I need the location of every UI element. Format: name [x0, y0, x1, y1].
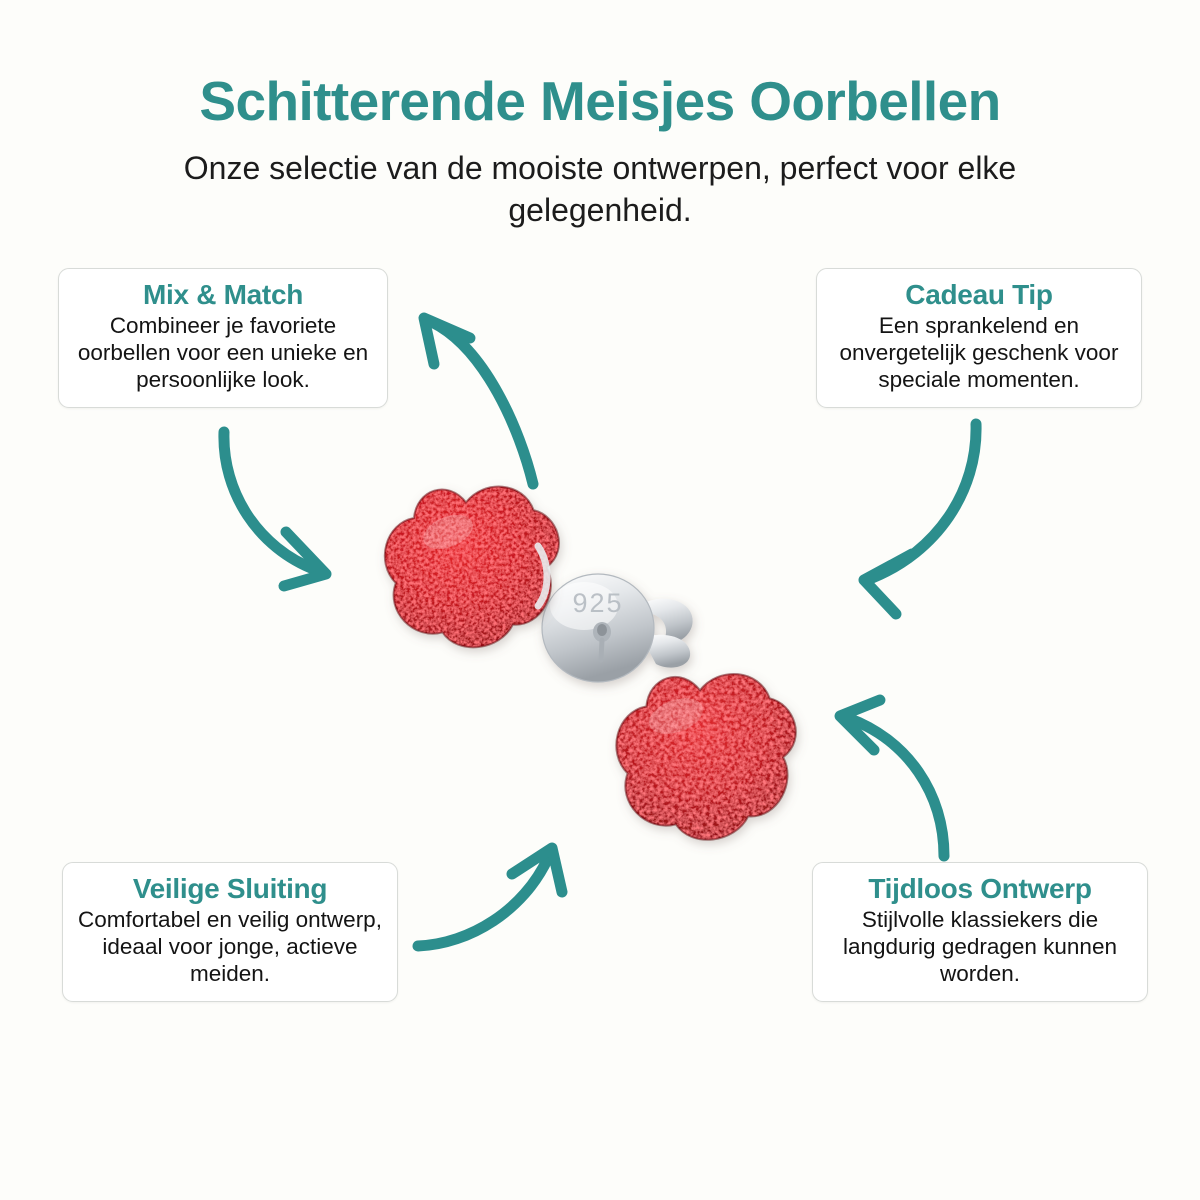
callout-tijdloos-ontwerp[interactable]: Tijdloos Ontwerp Stijlvolle klassiekers … [812, 862, 1148, 1003]
callout-mix-match-body: Combineer je favoriete oorbellen voor ee… [77, 313, 369, 393]
page-title: Schitterende Meisjes Oorbellen [199, 70, 1001, 132]
callout-tijdloos-ontwerp-body: Stijlvolle klassiekers die langdurig ged… [843, 907, 1117, 987]
callout-cadeau-tip[interactable]: Cadeau Tip Een sprankelend en onvergetel… [816, 268, 1142, 409]
flower-stud-red-one [383, 485, 560, 649]
callout-veilige-sluiting[interactable]: Veilige Sluiting Comfortabel en veilig o… [62, 862, 398, 1003]
earrings-illustration: 925 [383, 485, 797, 841]
butterfly-clasp: 925 [541, 573, 693, 683]
earring-two [615, 672, 797, 841]
callout-veilige-sluiting-body: Comfortabel en veilig ontwerp, ideaal vo… [78, 907, 382, 987]
callout-mix-match[interactable]: Mix & Match Combineer je favoriete oorbe… [58, 268, 388, 409]
earring-one: 925 [383, 485, 693, 683]
callout-mix-match-title: Mix & Match [142, 279, 304, 310]
page-subtitle: Onze selectie van de mooiste ontwerpen, … [183, 150, 1017, 228]
callout-veilige-sluiting-title: Veilige Sluiting [132, 873, 328, 904]
callout-cadeau-tip-body: Een sprankelend en onvergetelijk geschen… [839, 313, 1119, 393]
callout-tijdloos-ontwerp-title: Tijdloos Ontwerp [868, 873, 1092, 904]
header: Schitterende Meisjes Oorbellen Onze sele… [0, 0, 1200, 231]
arrow-cadeau-tip-to-product-icon [858, 418, 982, 620]
hallmark-925: 925 [572, 588, 623, 618]
arrow-mix-match-to-product-icon [218, 426, 332, 592]
arrow-tijdloos-ontwerp-to-product-icon [834, 694, 950, 862]
arrow-veilige-sluiting-to-product-icon [412, 842, 568, 952]
product-image: 925 [370, 460, 840, 860]
callout-cadeau-tip-title: Cadeau Tip [905, 279, 1053, 310]
